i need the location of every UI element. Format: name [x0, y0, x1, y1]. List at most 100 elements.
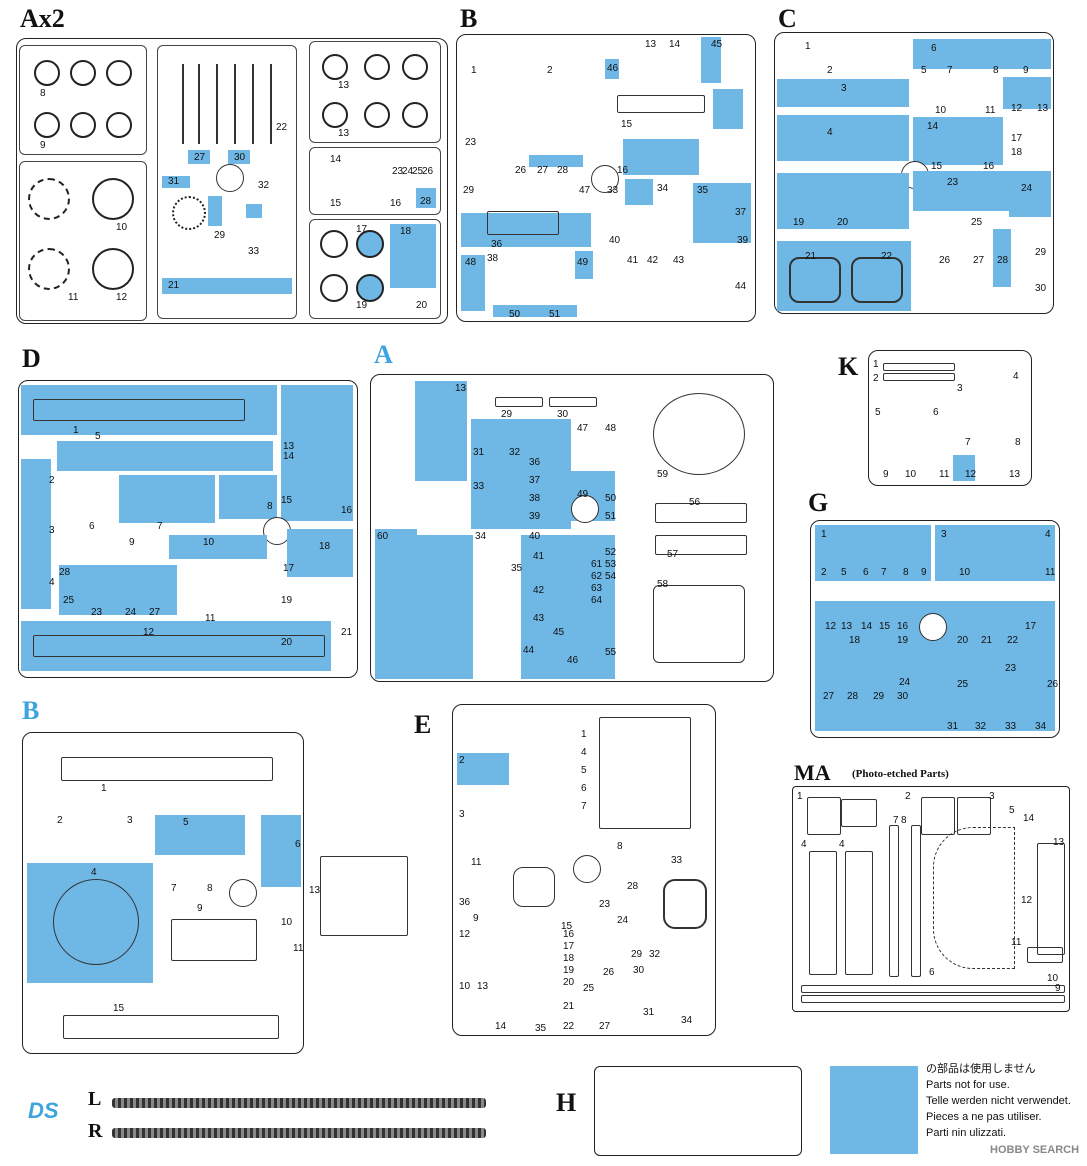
part-number: 25 — [63, 595, 75, 606]
unused-marker — [529, 155, 583, 167]
part-number: 50 — [509, 309, 521, 320]
track-label-l: L — [88, 1088, 102, 1110]
sprue-label-d: D — [22, 344, 41, 373]
part-number: 31 — [168, 176, 180, 187]
wheel — [70, 112, 96, 138]
unused-marker — [493, 305, 577, 317]
unused-marker — [208, 196, 222, 226]
unused-marker — [188, 150, 210, 164]
part-number: 7 — [893, 815, 899, 826]
part-box — [171, 919, 257, 961]
part-number: 4 — [801, 839, 807, 850]
part-number: 28 — [997, 255, 1009, 266]
idler-wheel — [92, 248, 134, 290]
part-number: 27 — [537, 165, 549, 176]
part-number: 36 — [529, 457, 541, 468]
part-number: 1 — [101, 783, 107, 794]
part-number: 11 — [1045, 567, 1056, 578]
part-number: 46 — [607, 63, 619, 74]
sprue-a: 13 29 30 31 32 33 34 35 36 37 38 39 40 4… — [370, 374, 774, 682]
pe-strip — [911, 825, 921, 977]
part-number: 43 — [673, 255, 685, 266]
part-number: 13 — [1009, 469, 1021, 480]
part-number: 37 — [735, 207, 747, 218]
unused-marker — [777, 79, 909, 107]
pe-plate — [921, 797, 955, 835]
part-number: 33 — [671, 855, 683, 866]
unused-marker — [605, 59, 619, 79]
part-number: 11 — [205, 613, 216, 624]
part-number: 13 — [477, 981, 489, 992]
part-number: 11 — [293, 943, 304, 954]
wheel — [34, 112, 60, 138]
sprue-label-c: C — [778, 4, 797, 33]
part-number: 10 — [459, 981, 471, 992]
part-number: 7 — [581, 801, 587, 812]
part-number: 9 — [883, 469, 889, 480]
part-number: 28 — [420, 196, 432, 207]
part-number: 33 — [607, 185, 619, 196]
sprue-label-a: A — [374, 340, 393, 369]
part-number: 16 — [897, 621, 909, 632]
part-number: 26 — [939, 255, 951, 266]
part-number: 1 — [873, 359, 879, 370]
sprocket — [28, 178, 70, 220]
part-number: 3 — [459, 809, 465, 820]
part-number: 21 — [341, 627, 353, 638]
part-number: 29 — [631, 949, 643, 960]
torsion-bar — [216, 64, 218, 144]
part-number: 17 — [1011, 133, 1023, 144]
unused-marker — [287, 529, 353, 577]
part-number: 34 — [1035, 721, 1047, 732]
unused-marker — [1009, 173, 1051, 217]
unused-marker — [119, 475, 215, 523]
part-number: 62 — [591, 571, 603, 582]
part-number: 32 — [258, 180, 270, 191]
unused-marker — [281, 385, 353, 521]
part-number: 21 — [805, 251, 817, 262]
part-number: 15 — [879, 621, 891, 632]
sprue-gate-hub — [571, 495, 599, 523]
part-number: 26 — [603, 967, 615, 978]
part-number: 10 — [1047, 973, 1059, 984]
part-number: 21 — [981, 635, 993, 646]
part-bar — [495, 397, 543, 407]
part-number: 2 — [905, 791, 911, 802]
part-number: 8 — [1015, 437, 1021, 448]
part-number: 8 — [901, 815, 907, 826]
part-number: 21 — [563, 1001, 575, 1012]
part-number: 35 — [697, 185, 709, 196]
part-number: 2 — [547, 65, 553, 76]
part-number: 2 — [821, 567, 827, 578]
part-number: 13 — [645, 39, 657, 50]
part-number: 30 — [1035, 283, 1047, 294]
part-number: 12 — [965, 469, 977, 480]
part-number: 38 — [529, 493, 541, 504]
legend-line-de: Telle werden nicht verwendet. — [926, 1095, 1071, 1107]
wheel — [34, 60, 60, 86]
pe-plate — [957, 797, 991, 835]
part-number: 57 — [667, 549, 679, 560]
part-number: 36 — [491, 239, 503, 250]
part-number: 31 — [473, 447, 485, 458]
part-number: 52 — [605, 547, 617, 558]
part-mantlet — [663, 879, 707, 929]
legend-swatch — [830, 1066, 918, 1154]
part-number: 2 — [49, 475, 55, 486]
part-number: 14 — [330, 154, 342, 165]
part-number: 20 — [837, 217, 849, 228]
part-number: 37 — [529, 475, 541, 486]
part-number: 14 — [495, 1021, 507, 1032]
part-number: 2 — [459, 755, 465, 766]
part-number: 6 — [933, 407, 939, 418]
part-number: 30 — [633, 965, 645, 976]
wheel — [364, 102, 390, 128]
part-number: 13 — [283, 441, 295, 452]
unused-marker — [169, 535, 267, 559]
sprue-ax2: 8 9 10 11 12 27 30 31 32 33 21 22 29 — [16, 38, 448, 324]
part-number: 22 — [881, 251, 893, 262]
part-number: 40 — [529, 531, 541, 542]
part-number: 23 — [465, 137, 477, 148]
ax2-cell-wheels-large: 17 19 18 20 — [309, 219, 441, 319]
part-number: 47 — [579, 185, 591, 196]
